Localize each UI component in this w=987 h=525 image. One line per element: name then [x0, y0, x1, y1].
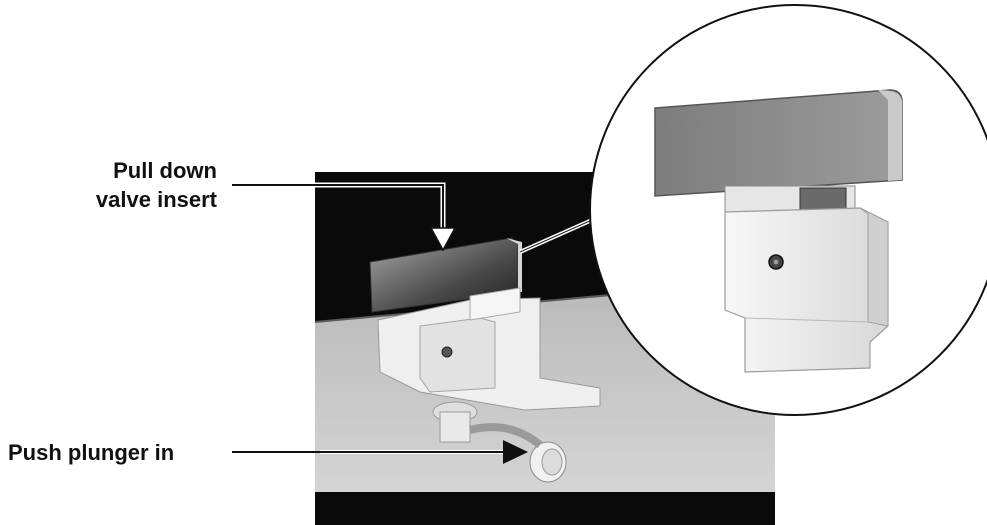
magnifier-circle — [590, 5, 987, 415]
screw-icon — [442, 347, 452, 357]
pull-down-label: Pull down valve insert — [96, 156, 217, 214]
pull-down-label-line1: Pull down — [96, 156, 217, 185]
pull-down-label-line2: valve insert — [96, 185, 217, 214]
push-plunger-label: Push plunger in — [8, 438, 174, 467]
